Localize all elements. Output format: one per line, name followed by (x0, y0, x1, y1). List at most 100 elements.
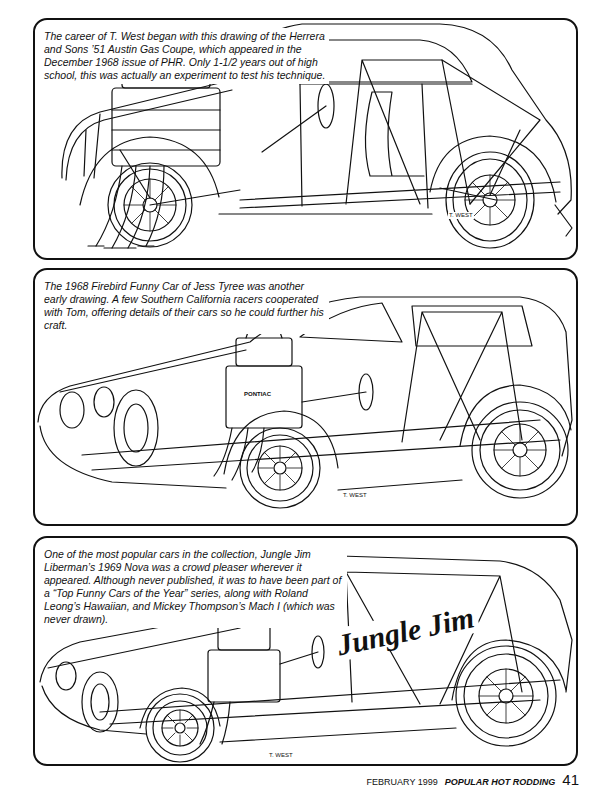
wheel-spokes (520, 457, 521, 476)
nova-body (220, 728, 456, 742)
artist-signature: T. WEST (268, 752, 294, 759)
caption-panel: The 1968 Firebird Funny Car of Jess Tyre… (33, 268, 578, 526)
wheel-spokes (187, 728, 198, 729)
nova-wheels (162, 710, 198, 746)
wheel-spokes (520, 424, 521, 443)
firebird-engine (236, 338, 292, 366)
wheel-spokes (167, 715, 175, 723)
wheel-spokes (132, 187, 145, 200)
coupe-wheels (108, 152, 534, 248)
firebird-chassis (402, 312, 522, 442)
wheel-spokes (167, 733, 175, 741)
firebird-wheels (114, 390, 568, 508)
issue-date: FEBRUARY 1999 (366, 778, 439, 788)
coupe-interior (365, 92, 424, 176)
firebird-wheels (480, 410, 560, 490)
photo-caption: The 1968 Firebird Funny Car of Jess Tyre… (41, 278, 329, 334)
wheel-spokes (506, 703, 507, 723)
firebird-body (60, 392, 84, 428)
wheel-spokes (487, 677, 501, 691)
coupe-suspension (555, 205, 572, 236)
firebird-wheels (240, 428, 320, 508)
coupe-wheels (124, 179, 176, 231)
page-number: 41 (561, 772, 580, 789)
wheel-spokes (155, 187, 168, 200)
nova-wheels (464, 654, 548, 738)
nova-body (56, 662, 76, 690)
wheel-spokes (495, 205, 508, 218)
wheel-spokes (185, 733, 193, 741)
page-footer: FEBRUARY 1999 POPULAR HOT RODDING 41 (366, 772, 580, 789)
nova-body (48, 628, 240, 668)
firebird-engine (226, 366, 302, 428)
coupe-suspension (120, 130, 520, 205)
coupe-wheels (446, 152, 534, 248)
wheel-spokes (155, 210, 168, 223)
firebird-body (40, 426, 226, 488)
nova-wheels (175, 723, 185, 733)
artist-signature: T. WEST (342, 492, 368, 499)
nova-wheels (153, 701, 207, 755)
firebird-body (60, 350, 246, 392)
coupe-interior (262, 106, 326, 152)
wheel-spokes (280, 446, 281, 461)
nova-engine (200, 614, 280, 744)
firebird-wheels (472, 402, 568, 498)
magazine-name: POPULAR HOT RODDING (444, 778, 557, 788)
wheel-spokes (502, 432, 515, 445)
wheel-spokes (185, 715, 193, 723)
firebird-wheels (124, 404, 148, 452)
wheel-spokes (472, 182, 485, 195)
firebird-wheels (114, 390, 158, 466)
wheel-spokes (132, 210, 145, 223)
wheel-spokes (513, 696, 533, 697)
coupe-wheels (453, 159, 527, 241)
nova-wheels (146, 694, 214, 762)
firebird-body (94, 387, 114, 417)
wheel-spokes (180, 735, 181, 746)
caption-panel: The career of T. West began with this dr… (33, 18, 578, 260)
wheel-spokes (472, 205, 485, 218)
wheel-spokes (162, 728, 173, 729)
wheel-spokes (287, 468, 302, 469)
firebird-wheels (494, 424, 546, 476)
coupe-engine (96, 166, 164, 248)
nova-wheels (82, 646, 556, 762)
coupe-body (219, 213, 432, 214)
firebird-body (460, 385, 571, 446)
wheel-spokes (124, 205, 143, 206)
wheel-spokes (124, 175, 546, 746)
photo-caption: The career of T. West began with this dr… (41, 28, 329, 84)
wheel-spokes (264, 473, 275, 484)
photo-caption: One of the most popular cars in the coll… (41, 546, 347, 628)
coupe-wheels (114, 169, 186, 241)
caption-panel: One of the most popular cars in the coll… (33, 536, 578, 766)
firebird-chassis (82, 312, 560, 470)
wheel-spokes (487, 701, 501, 715)
wheel-spokes (479, 696, 499, 697)
firebird-wheels (258, 446, 302, 490)
wheel-spokes (490, 175, 491, 193)
wheel-spokes (285, 473, 296, 484)
wheel-spokes (495, 182, 508, 195)
wheel-spokes (258, 468, 273, 469)
wheel-spokes (506, 669, 507, 689)
car-lettering: Jungle Jim (330, 599, 481, 662)
wheel-spokes (511, 701, 525, 715)
coupe-engine (112, 110, 220, 150)
wheel-spokes (180, 710, 181, 721)
wheel-spokes (150, 212, 151, 231)
firebird-body (338, 480, 462, 490)
nova-wheels (479, 669, 533, 723)
wheel-spokes (150, 179, 151, 198)
valve-cover-lettering: PONTIAC (243, 391, 272, 398)
coupe-body (300, 84, 428, 208)
firebird-chassis (82, 420, 560, 470)
nova-wheels (82, 672, 118, 732)
nova-cage (280, 652, 318, 664)
wheel-spokes (497, 200, 515, 201)
wheel-spokes (502, 455, 515, 468)
